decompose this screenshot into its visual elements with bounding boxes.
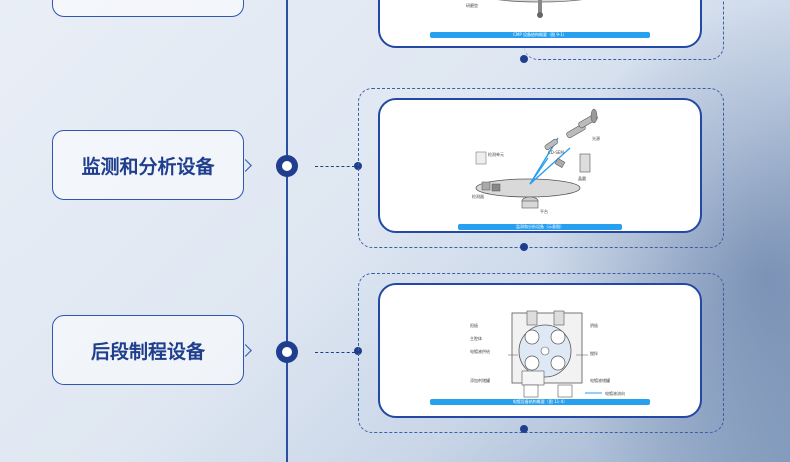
diagram-card-monitoring: 检测单元 光源 CD-SEM 晶圆 平台 检测器 监测和分析设备（示意图）: [378, 98, 702, 233]
monitor-caption: 监测和分析设备（示意图）: [458, 224, 622, 230]
backend-label: 阴极: [590, 322, 598, 328]
cmp-connector-dot: [520, 55, 528, 63]
cmp-caption: CMP 设备结构概要（图 9-1）: [430, 32, 650, 38]
category-box-top[interactable]: [52, 0, 244, 17]
backend-connector-dot: [520, 425, 528, 433]
backend-label: 搅拌: [590, 350, 598, 356]
timeline-line: [286, 0, 288, 462]
category-label: 监测和分析设备: [81, 155, 215, 178]
monitor-label: 晶圆: [578, 175, 586, 181]
category-box-monitoring[interactable]: 监测和分析设备: [52, 130, 244, 200]
category-label: 后段制程设备: [90, 340, 205, 363]
cmp-dashed-outline: [524, 0, 724, 60]
monitor-label: CD-SEM: [548, 150, 564, 155]
monitoring-diagram: 检测单元 光源 CD-SEM 晶圆 平台 检测器: [472, 108, 600, 214]
monitor-label: 平台: [540, 208, 548, 214]
connector-line: [315, 166, 355, 167]
monitor-dashed-outline: [358, 88, 724, 248]
backend-label: 添加剂储罐: [470, 377, 490, 383]
diagram-card-cmp: 研磨垫 CMP 设备结构概要（图 9-1）: [378, 0, 702, 48]
cmp-diagram: 研磨垫: [466, 0, 583, 18]
backend-label: 阳极: [470, 322, 478, 328]
cmp-label: 研磨垫: [466, 2, 478, 8]
backend-diagram: 阳极 主腔体 电镀液供给 阴极 添加剂储罐 电镀液储罐 电镀液流向 搅拌: [470, 310, 625, 398]
monitor-label: 检测单元: [488, 151, 504, 157]
monitor-label: 检测器: [472, 193, 484, 199]
backend-label: 电镀液储罐: [590, 377, 610, 383]
timeline-node[interactable]: [276, 341, 298, 363]
diagram-card-backend: 阳极 主腔体 电镀液供给 阴极 添加剂储罐 电镀液储罐 电镀液流向 搅拌 电镀设…: [378, 283, 702, 418]
backend-dashed-outline: [358, 273, 724, 433]
monitor-connector-dot: [520, 243, 528, 251]
backend-label: 主腔体: [470, 335, 482, 341]
backend-label: 电镀液流向: [605, 390, 625, 396]
connector-line: [315, 352, 355, 353]
monitor-label: 光源: [592, 135, 600, 141]
category-box-backend[interactable]: 后段制程设备: [52, 315, 244, 385]
timeline-node[interactable]: [276, 155, 298, 177]
backend-label: 电镀液供给: [470, 348, 490, 354]
backend-caption: 电镀设备结构概要（图 11-4）: [430, 399, 650, 405]
